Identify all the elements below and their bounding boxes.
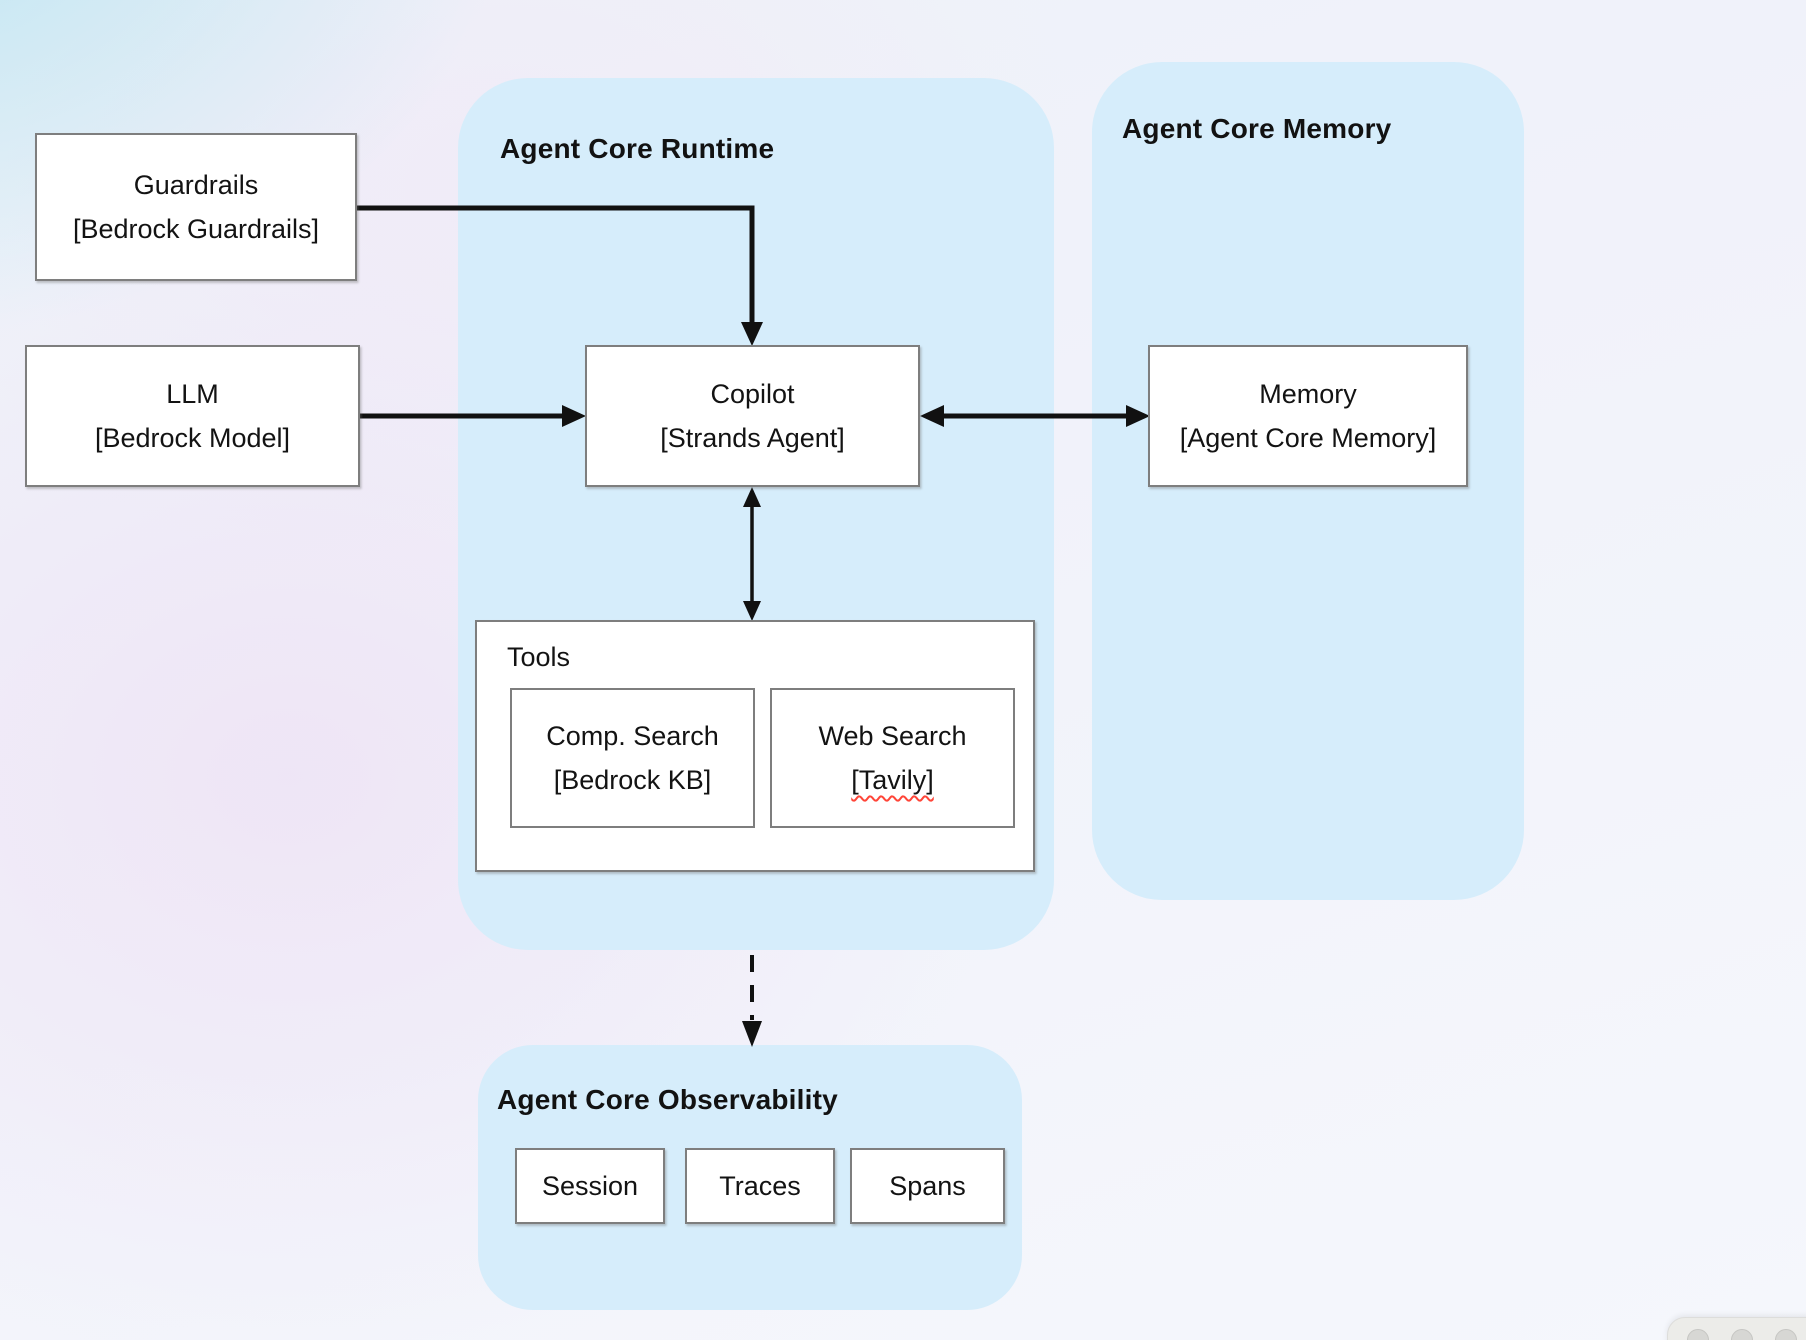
node-memory: Memory [Agent Core Memory]	[1148, 345, 1468, 487]
toolbar-dot-button-3[interactable]	[1775, 1329, 1797, 1340]
memory-container-title: Agent Core Memory	[1122, 113, 1392, 144]
llm-label: LLM	[166, 379, 219, 409]
node-spans: Spans	[850, 1148, 1005, 1224]
node-copilot: Copilot [Strands Agent]	[585, 345, 920, 487]
memory-label: Memory	[1259, 379, 1357, 409]
llm-sublabel: [Bedrock Model]	[94, 423, 291, 453]
guardrails-label: Guardrails	[133, 170, 259, 200]
node-llm: LLM [Bedrock Model]	[25, 345, 360, 487]
traces-label: Traces	[719, 1171, 801, 1201]
session-label: Session	[541, 1171, 639, 1201]
comp-search-sublabel: [Bedrock KB]	[553, 765, 712, 795]
comp-search-label: Comp. Search	[546, 721, 719, 751]
copilot-label: Copilot	[710, 379, 795, 409]
node-guardrails: Guardrails [Bedrock Guardrails]	[35, 133, 357, 281]
copilot-sublabel: [Strands Agent]	[660, 423, 845, 453]
arrowhead-runtime-observability	[742, 1021, 762, 1047]
toolbar-dot-button-2[interactable]	[1731, 1329, 1753, 1340]
web-search-label: Web Search	[818, 721, 967, 751]
spans-label: Spans	[889, 1171, 966, 1201]
guardrails-sublabel: [Bedrock Guardrails]	[72, 214, 320, 244]
node-session: Session	[515, 1148, 665, 1224]
memory-sublabel: [Agent Core Memory]	[1179, 423, 1437, 453]
node-traces: Traces	[685, 1148, 835, 1224]
node-comp-search: Comp. Search [Bedrock KB]	[510, 688, 755, 828]
web-search-sublabel: [Tavily]	[851, 765, 934, 795]
observability-container-title: Agent Core Observability	[497, 1084, 838, 1115]
floating-toolbar	[1667, 1317, 1806, 1340]
toolbar-dot-button-1[interactable]	[1687, 1329, 1709, 1340]
runtime-container-title: Agent Core Runtime	[500, 133, 775, 164]
tools-label: Tools	[507, 642, 571, 672]
node-web-search: Web Search [Tavily]	[770, 688, 1015, 828]
